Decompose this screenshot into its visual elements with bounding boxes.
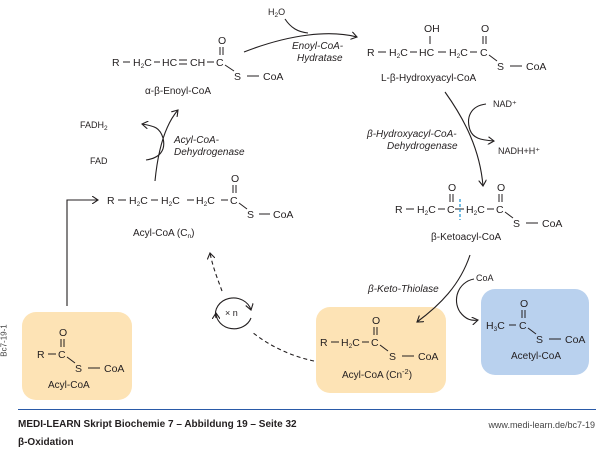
svg-text:O: O <box>448 182 456 194</box>
molecule-acyl-coa-cn: R H2C H2C H2C C O S CoA Acyl-CoA (Cn) <box>107 173 293 240</box>
h2o-arrow <box>284 18 309 34</box>
svg-text:C: C <box>216 57 224 69</box>
fad-label: FAD <box>90 156 108 166</box>
enzyme-acyl-coa-dehydrogenase-1: Acyl-CoA- <box>173 135 220 146</box>
molecule-acyl-coa-cn2: R H2C C O S CoA Acyl-CoA (Cn-2) <box>320 315 438 381</box>
svg-text:OH: OH <box>424 23 440 35</box>
svg-text:H2C: H2C <box>341 337 360 350</box>
svg-text:O: O <box>231 173 239 185</box>
svg-text:CoA: CoA <box>263 71 283 83</box>
molecule-acyl-coa-start: R C O S CoA Acyl-CoA <box>37 327 124 391</box>
molecule-ketoacyl-coa: R H2C C O H2C C O S CoA β-Ketoacyl-CoA <box>395 182 562 243</box>
svg-text:H2C: H2C <box>417 204 436 217</box>
svg-text:C: C <box>480 47 488 59</box>
h2o-label: H2O <box>268 7 285 19</box>
svg-text:H2C: H2C <box>449 47 468 60</box>
svg-text:Acyl-CoA (Cn): Acyl-CoA (Cn) <box>133 228 194 240</box>
enzyme-hydroxyacyl-dh-2: Dehydrogenase <box>387 141 458 152</box>
footer-divider <box>18 409 596 410</box>
figure-subtitle: β-Oxidation <box>18 437 74 448</box>
svg-text:α-β-Enoyl-CoA: α-β-Enoyl-CoA <box>145 86 211 97</box>
svg-text:H2C: H2C <box>389 47 408 60</box>
enzyme-hydratase-2: Hydratase <box>297 53 343 64</box>
nad-arrow <box>468 103 494 141</box>
svg-text:CoA: CoA <box>526 61 546 73</box>
svg-text:O: O <box>218 35 226 47</box>
svg-text:L-β-Hydroxyacyl-CoA: L-β-Hydroxyacyl-CoA <box>381 73 477 84</box>
svg-text:H3C: H3C <box>486 320 505 333</box>
svg-text:C: C <box>58 349 66 361</box>
svg-text:R: R <box>320 337 328 349</box>
coa-arrow <box>456 278 478 320</box>
figure-title: MEDI-LEARN Skript Biochemie 7 – Abbildun… <box>18 419 297 430</box>
svg-text:CoA: CoA <box>418 351 438 363</box>
hydratase-arrow <box>243 34 357 53</box>
acyl-coa-cn2-box <box>316 307 446 393</box>
svg-text:S: S <box>247 209 254 221</box>
enzyme-hydroxyacyl-dh-1: β-Hydroxyacyl-CoA- <box>366 129 457 140</box>
enzyme-acyl-coa-dehydrogenase-2: Dehydrogenase <box>174 147 245 158</box>
svg-text:S: S <box>536 334 543 346</box>
svg-text:CoA: CoA <box>273 209 293 221</box>
svg-text:HC: HC <box>162 57 178 69</box>
molecule-hydroxyacyl-coa: R H2C HC OH H2C C O S CoA L-β-Hydroxyacy… <box>367 23 546 84</box>
svg-text:S: S <box>234 71 241 83</box>
svg-text:CoA: CoA <box>542 218 562 230</box>
nadh-label: NADH+H⁺ <box>498 146 540 156</box>
svg-text:β-Ketoacyl-CoA: β-Ketoacyl-CoA <box>431 232 502 243</box>
svg-text:H2C: H2C <box>161 195 180 208</box>
svg-text:Acyl-CoA (Cn-2): Acyl-CoA (Cn-2) <box>342 367 412 381</box>
thiolase-arrow <box>417 254 471 322</box>
svg-text:O: O <box>59 327 67 339</box>
svg-text:S: S <box>75 363 82 375</box>
fad-arrow <box>142 124 165 161</box>
svg-text:C: C <box>371 337 379 349</box>
svg-text:O: O <box>481 23 489 35</box>
cycle-icon <box>215 297 251 330</box>
nad-label: NAD⁺ <box>493 99 517 109</box>
svg-text:H2C: H2C <box>466 204 485 217</box>
entry-arrow <box>66 200 98 306</box>
svg-text:CoA: CoA <box>104 363 124 375</box>
svg-text:R: R <box>112 57 120 69</box>
enzyme-thiolase: β-Keto-Thiolase <box>367 284 439 295</box>
svg-text:O: O <box>497 182 505 194</box>
acyl-coa-start-box <box>22 312 132 400</box>
svg-text:H2C: H2C <box>196 195 215 208</box>
svg-text:C: C <box>230 195 238 207</box>
molecule-acetyl-coa: H3C C O S CoA Acetyl-CoA <box>486 298 585 362</box>
svg-text:R: R <box>37 349 45 361</box>
hydroxy-dh-arrow <box>444 91 483 186</box>
svg-text:CoA: CoA <box>565 334 585 346</box>
svg-text:O: O <box>520 298 528 310</box>
enzyme-hydratase-1: Enoyl-CoA- <box>292 41 344 52</box>
recycle-dashed-up <box>210 253 223 292</box>
molecule-enoyl-coa: R H2C HC CH C O S CoA α-β-Enoyl-CoA <box>112 35 283 97</box>
svg-text:Acyl-CoA: Acyl-CoA <box>48 380 90 391</box>
svg-text:S: S <box>513 218 520 230</box>
coa-label: CoA <box>476 273 494 283</box>
svg-text:R: R <box>395 204 403 216</box>
recycle-dashed-path <box>251 331 315 362</box>
svg-text:S: S <box>497 61 504 73</box>
figure-url: www.medi-learn.de/bc7-19 <box>488 420 595 430</box>
svg-text:R: R <box>107 195 115 207</box>
svg-text:C: C <box>519 320 527 332</box>
svg-text:HC: HC <box>419 47 435 59</box>
svg-text:O: O <box>372 315 380 327</box>
svg-text:CH: CH <box>190 57 205 69</box>
svg-text:H2C: H2C <box>133 57 152 70</box>
svg-text:C: C <box>447 204 455 216</box>
fadh2-label: FADH2 <box>80 120 108 132</box>
svg-text:S: S <box>389 351 396 363</box>
figure-code: Bc7-19-1 <box>0 324 9 357</box>
svg-text:H2C: H2C <box>129 195 148 208</box>
cycle-label: × n <box>225 308 238 318</box>
svg-text:C: C <box>496 204 504 216</box>
acetyl-coa-box <box>481 289 589 375</box>
svg-text:Acetyl-CoA: Acetyl-CoA <box>511 351 561 362</box>
svg-text:R: R <box>367 47 375 59</box>
